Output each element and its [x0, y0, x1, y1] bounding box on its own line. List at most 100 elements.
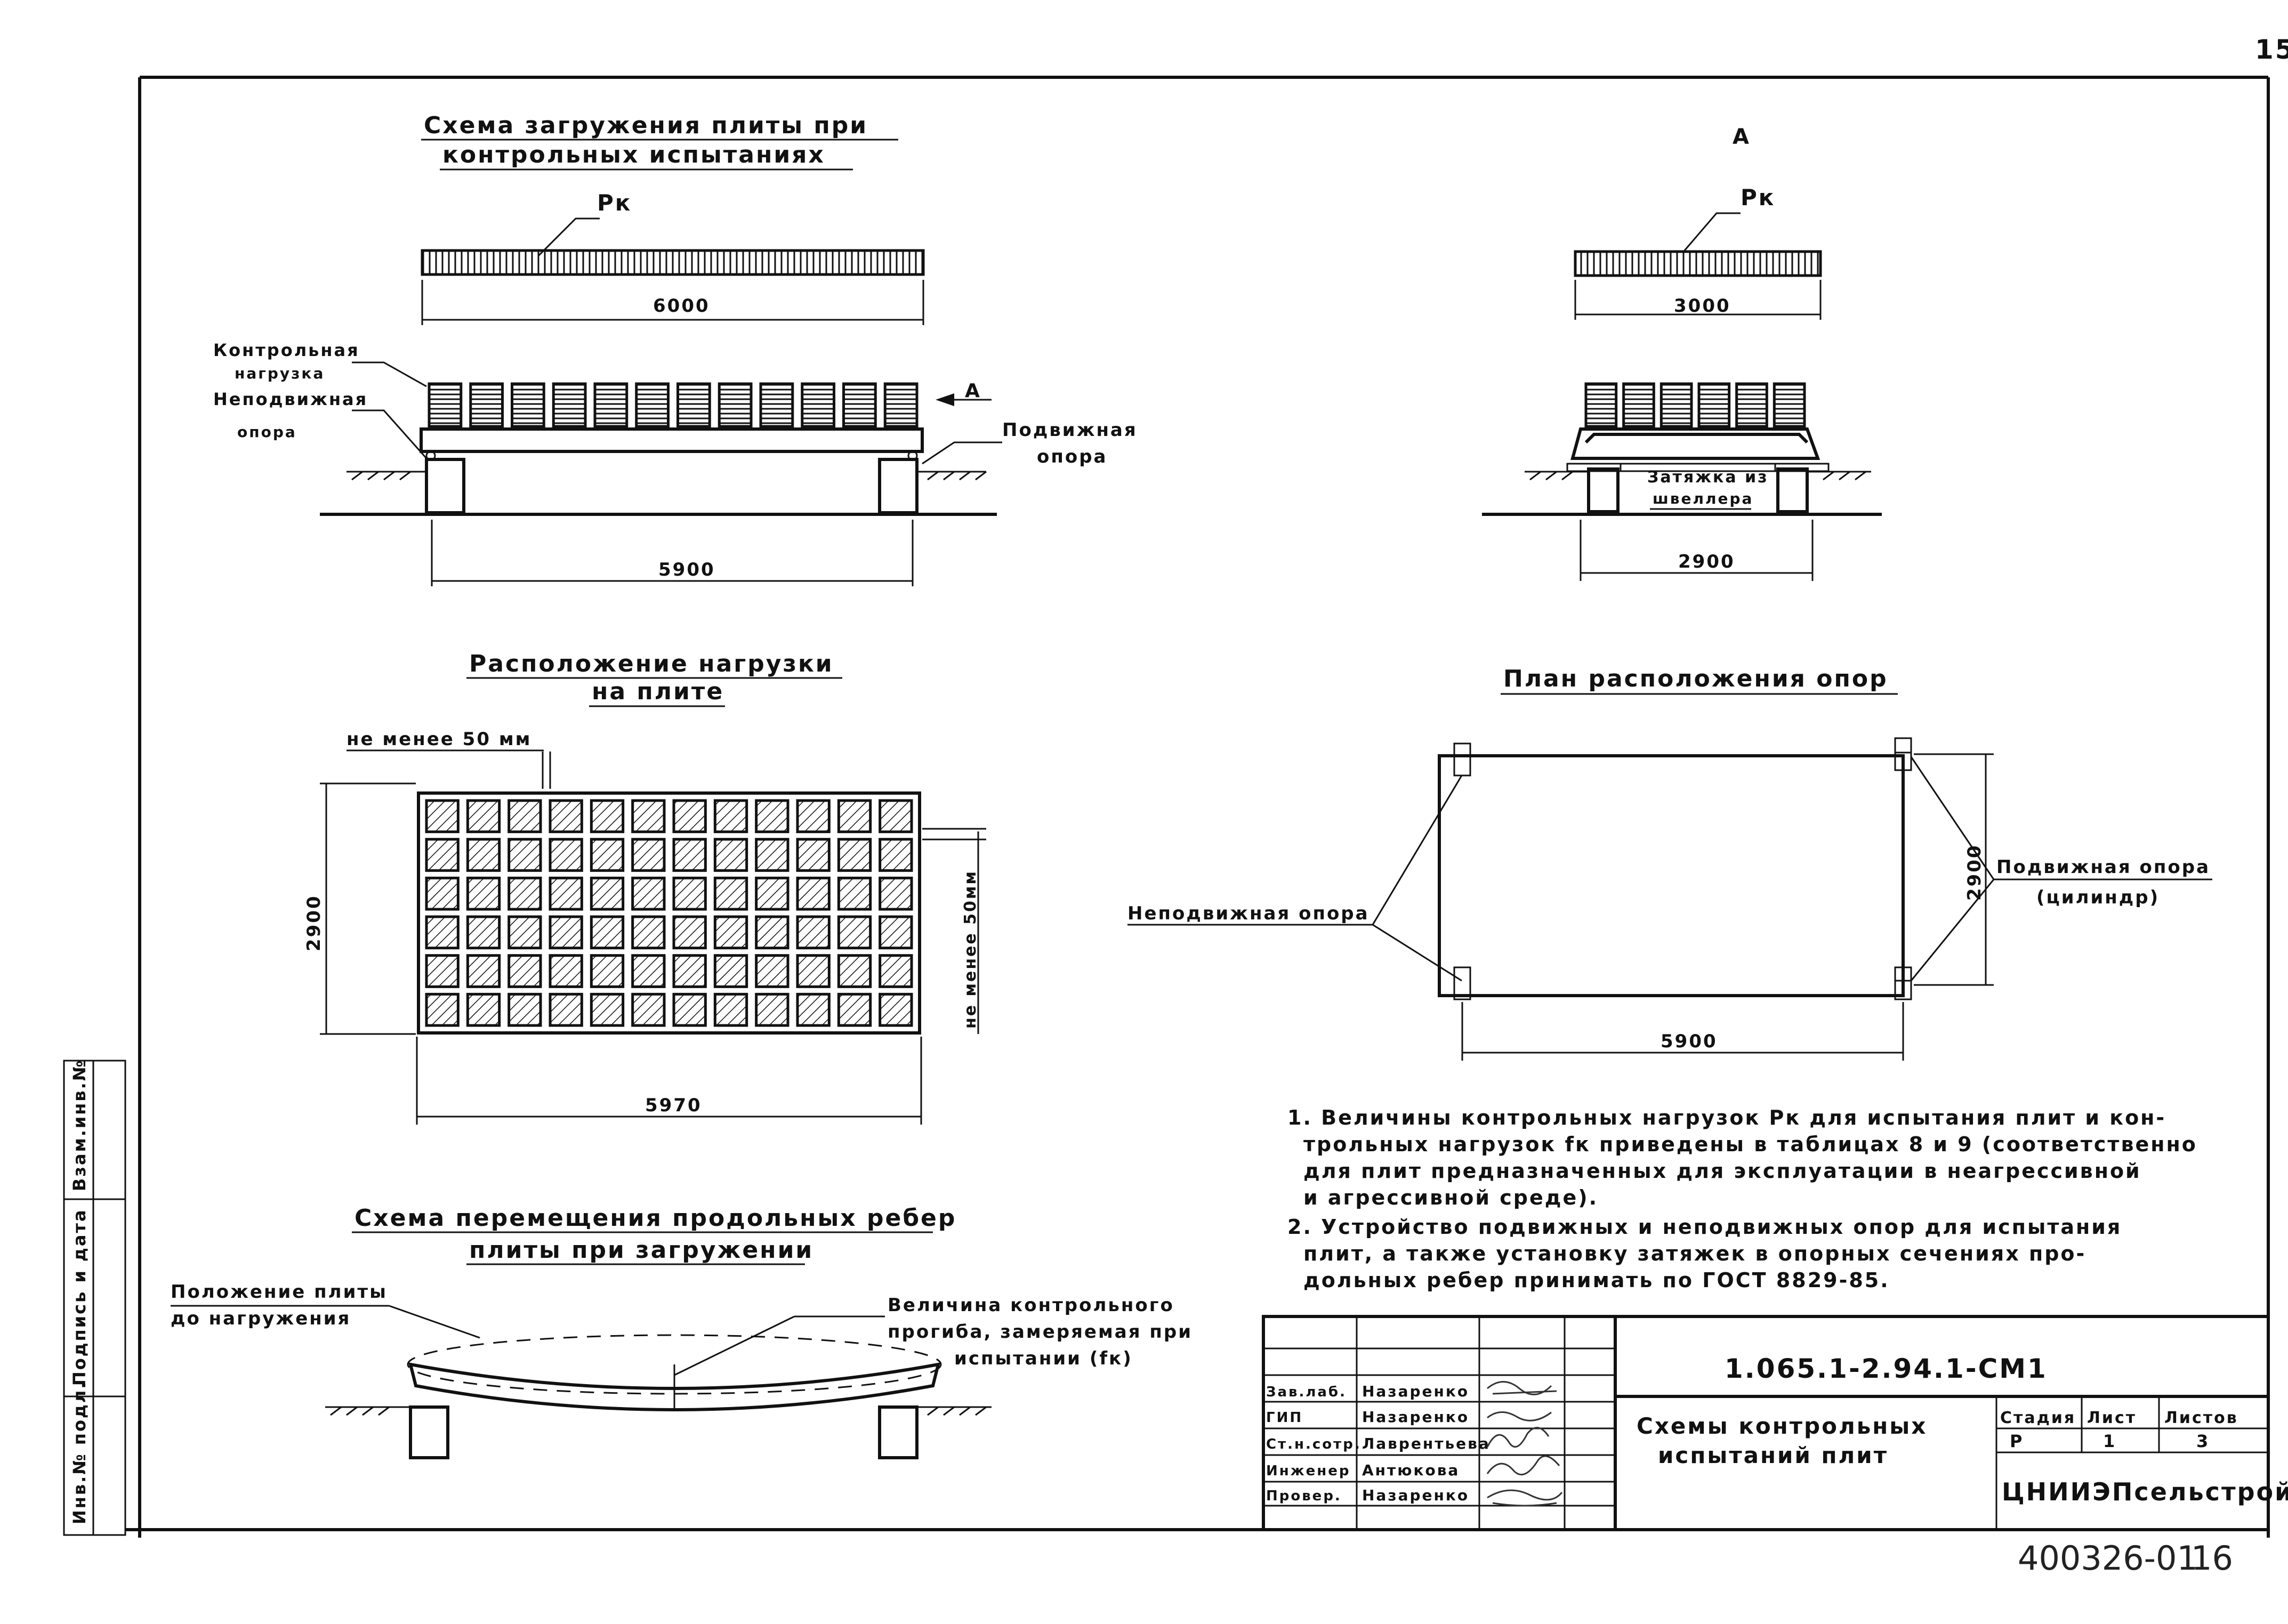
sheet-header: Лист — [2087, 1409, 2137, 1427]
page-number: 15 — [2255, 34, 2288, 65]
rib-support-right — [878, 1405, 919, 1459]
load-cell — [425, 876, 460, 911]
load-cell — [837, 992, 872, 1027]
name-3: Лаврентьева — [1362, 1435, 1491, 1452]
load-cell — [425, 799, 460, 834]
scheme1-dim-top: 6000 — [653, 295, 710, 317]
load-cell — [796, 799, 831, 834]
load-cell — [590, 915, 625, 950]
load-cell — [507, 876, 542, 911]
load-stack — [552, 382, 587, 428]
load-cell — [631, 954, 666, 988]
support-top-right — [1894, 737, 1912, 771]
name-1: Назаренко — [1362, 1383, 1469, 1400]
load-cell — [713, 838, 748, 872]
scheme3-dim-width: 5900 — [1661, 1031, 1718, 1052]
scheme2-title-line1: Расположение нагрузки — [469, 650, 834, 677]
sectiona-load-strip — [1574, 250, 1822, 277]
load-cell — [507, 915, 542, 950]
load-stack — [676, 382, 711, 428]
stamp-vzam-inv: Взам.инв.№ — [69, 1059, 90, 1191]
load-cell — [672, 992, 707, 1027]
sectiona-load-stacks — [1584, 382, 1806, 428]
load-cell — [466, 915, 501, 950]
load-cell — [796, 838, 831, 872]
tie-label-1: Затяжка из — [1647, 468, 1769, 487]
role-4: Инженер — [1266, 1463, 1350, 1479]
load-cell — [837, 876, 872, 911]
position-label-1: Положение плиты — [171, 1281, 388, 1303]
sectiona-slab — [1570, 427, 1820, 460]
position-label-2: до нагружения — [171, 1308, 351, 1329]
tie-label-2: швеллера — [1653, 490, 1753, 507]
load-cell — [590, 876, 625, 911]
note-line-4: и агрессивной среде). — [1303, 1186, 1598, 1209]
note-line-6: плит, а также установку затяжек в опорны… — [1303, 1242, 2086, 1265]
load-cell — [549, 838, 583, 872]
load-cell — [590, 954, 625, 988]
slab — [420, 427, 924, 453]
movable-support-plan-label-2: (цилиндр) — [2036, 887, 2160, 908]
fixed-support-label-1: Неподвижная — [213, 389, 368, 409]
load-stack — [1697, 382, 1731, 428]
min-gap-side-label: не менее 50мм — [961, 870, 980, 1029]
load-stack — [1584, 382, 1618, 428]
scheme1-dim-bottom: 5900 — [658, 559, 715, 580]
load-cell — [425, 915, 460, 950]
section-arrow-label: А — [965, 380, 981, 402]
load-cell — [755, 915, 789, 950]
load-stack — [1622, 382, 1655, 428]
load-stack — [801, 382, 835, 428]
role-5: Провер. — [1266, 1488, 1342, 1504]
load-cell — [590, 799, 625, 834]
load-cell — [837, 838, 872, 872]
sectiona-load-label: Рк — [1741, 184, 1775, 211]
load-cell — [466, 799, 501, 834]
load-cell — [631, 838, 666, 872]
control-load-label-1: Контрольная — [213, 340, 360, 360]
load-cell — [755, 954, 789, 988]
load-cell — [837, 915, 872, 950]
load-stack — [883, 382, 919, 428]
sectiona-support-left — [1587, 467, 1620, 513]
role-1: Зав.лаб. — [1266, 1384, 1347, 1400]
doc-code: 1.065.1-2.94.1-СМ1 — [1725, 1353, 2048, 1384]
scheme2-title-line2: на плите — [592, 678, 724, 705]
load-cell — [713, 915, 748, 950]
stamp-signature-date: Подпись и дата — [69, 1208, 90, 1386]
load-cell — [672, 954, 707, 988]
load-cell — [425, 992, 460, 1027]
load-cell — [837, 799, 872, 834]
sectiona-title: А — [1733, 125, 1751, 149]
role-2: ГИП — [1266, 1410, 1303, 1426]
load-cell — [549, 876, 583, 911]
stage-header: Стадия — [2000, 1409, 2076, 1427]
load-cell — [549, 799, 583, 834]
min-gap-top-label: не менее 50 мм — [347, 729, 531, 750]
load-cell — [425, 954, 460, 988]
load-stack — [1659, 382, 1693, 428]
load-cell — [507, 799, 542, 834]
load-cell — [796, 992, 831, 1027]
load-cell — [631, 799, 666, 834]
scheme3-title: План расположения опор — [1503, 665, 1888, 692]
load-cell — [713, 799, 748, 834]
load-stack — [511, 382, 545, 428]
stamp-inv-podl: Инв.№ подл. — [69, 1381, 90, 1524]
deflected-slab — [408, 1362, 941, 1411]
load-stack — [428, 382, 463, 428]
movable-support-label-1: Подвижная — [1002, 419, 1138, 441]
scheme1-load-label: Рк — [597, 190, 632, 216]
load-cell — [466, 992, 501, 1027]
load-cell — [755, 838, 789, 872]
load-cell — [549, 992, 583, 1027]
load-cell — [879, 838, 913, 872]
sectiona-dim-bottom: 2900 — [1678, 551, 1735, 572]
load-stack — [635, 382, 670, 428]
doc-title-line2: испытаний плит — [1658, 1442, 1888, 1468]
load-cell — [549, 954, 583, 988]
scheme3-dim-height: 2900 — [1964, 844, 1985, 901]
sectiona-support-right — [1776, 467, 1809, 513]
load-cell — [466, 954, 501, 988]
load-stack — [1735, 382, 1768, 428]
